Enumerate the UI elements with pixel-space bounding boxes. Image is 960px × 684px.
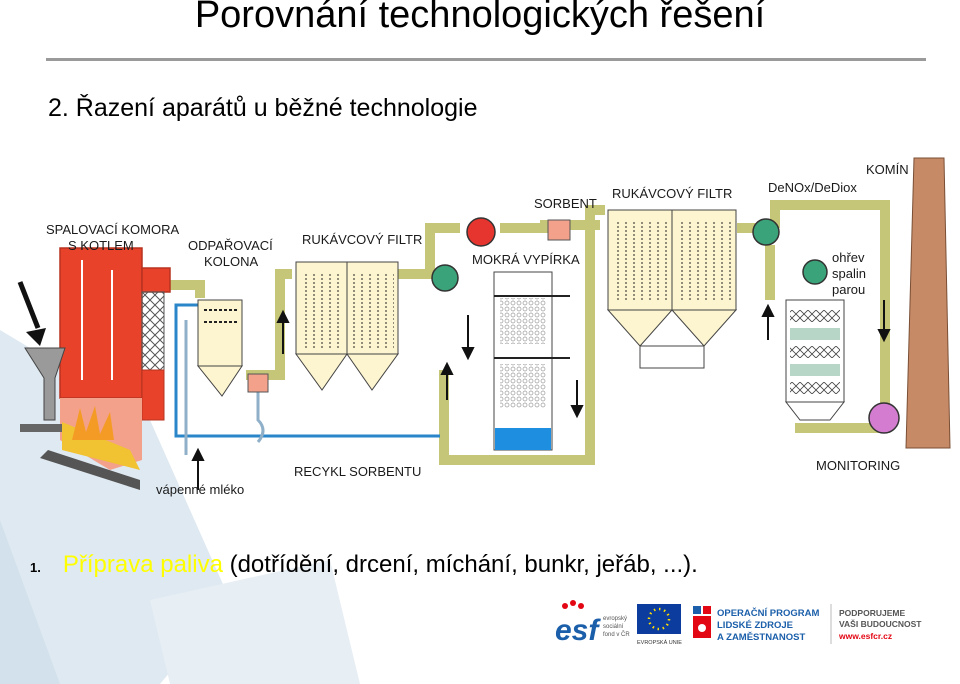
heat-exchanger-2 — [752, 218, 780, 246]
steam-reheater — [802, 259, 828, 285]
svg-text:SORBENT: SORBENT — [534, 196, 597, 211]
heat-exchanger-1 — [431, 264, 459, 292]
bullet-highlight: Příprava paliva — [62, 551, 223, 578]
page-title: Porovnání technologických řešení — [194, 0, 766, 36]
svg-text:RUKÁVCOVÝ FILTR: RUKÁVCOVÝ FILTR — [612, 186, 732, 201]
denox-reactor — [784, 299, 846, 421]
title-divider — [46, 58, 926, 61]
svg-text:DeNOx/DeDiox: DeNOx/DeDiox — [768, 180, 857, 195]
fan-1 — [466, 217, 496, 247]
svg-text:RECYKL SORBENTU: RECYKL SORBENTU — [294, 464, 421, 479]
svg-text:A ZAMĚSTNANOST: A ZAMĚSTNANOST — [717, 631, 806, 643]
svg-text:ohřev: ohřev — [832, 250, 865, 265]
svg-text:vápenné mléko: vápenné mléko — [156, 482, 244, 497]
svg-text:esf: esf — [555, 614, 601, 647]
flow-arrows — [191, 300, 891, 490]
svg-text:parou: parou — [832, 282, 865, 297]
eu-flag-logo: EVROPSKÁ UNIE — [637, 604, 682, 646]
svg-text:KOMÍN: KOMÍN — [866, 162, 909, 177]
wet-scrubber — [493, 271, 570, 451]
evaporative-column — [196, 299, 243, 397]
bullet-item: 1. Příprava paliva (dotřídění, drcení, mí… — [30, 551, 698, 579]
diagram-labels: SPALOVACÍ KOMORA S KOTLEM ODPAŘOVACÍ KOL… — [46, 162, 909, 497]
svg-text:MOKRÁ VYPÍRKA: MOKRÁ VYPÍRKA — [472, 252, 580, 267]
combustion-chamber — [20, 247, 171, 490]
svg-text:VAŠI BUDOUCNOST: VAŠI BUDOUCNOST — [839, 618, 922, 629]
sorbent-dosing-2 — [547, 219, 571, 241]
support-logo: PODPORUJEME VAŠI BUDOUCNOST www.esfcr.cz — [838, 608, 922, 641]
bag-filter-2 — [606, 209, 738, 369]
svg-text:EVROPSKÁ UNIE: EVROPSKÁ UNIE — [637, 639, 682, 646]
svg-text:spalin: spalin — [832, 266, 866, 281]
svg-text:KOLONA: KOLONA — [204, 254, 259, 269]
bullet-text: (dotřídění, drcení, míchání, bunkr, jeřá… — [222, 551, 698, 578]
svg-text:S KOTLEM: S KOTLEM — [68, 238, 134, 253]
bag-filter-1 — [295, 261, 399, 391]
svg-text:fond v ČR: fond v ČR — [603, 631, 630, 638]
svg-text:LIDSKÉ ZDROJE: LIDSKÉ ZDROJE — [717, 620, 793, 631]
svg-text:RUKÁVCOVÝ FILTR: RUKÁVCOVÝ FILTR — [302, 232, 422, 247]
op-logo: OPERAČNÍ PROGRAM LIDSKÉ ZDROJE A ZAMĚSTN… — [693, 606, 819, 643]
process-diagram: SPALOVACÍ KOMORA S KOTLEM ODPAŘOVACÍ KOL… — [17, 157, 951, 497]
bullet-number: 1. — [30, 560, 41, 575]
fuel-feed-arrow — [17, 281, 46, 346]
esf-logo: esf evropský sociální fond v ČR — [555, 600, 630, 647]
monitoring-device — [868, 402, 900, 434]
svg-text:evropský: evropský — [603, 616, 627, 622]
sorbent-dosing-1 — [247, 373, 269, 393]
svg-text:PODPORUJEME: PODPORUJEME — [839, 608, 905, 618]
page-subtitle: 2. Řazení aparátů u běžné technologie — [48, 94, 478, 122]
svg-text:sociální: sociální — [603, 624, 624, 630]
svg-text:SPALOVACÍ KOMORA: SPALOVACÍ KOMORA — [46, 222, 179, 237]
svg-text:OPERAČNÍ PROGRAM: OPERAČNÍ PROGRAM — [717, 607, 819, 619]
svg-text:www.esfcr.cz: www.esfcr.cz — [838, 631, 892, 641]
svg-text:ODPAŘOVACÍ: ODPAŘOVACÍ — [188, 238, 273, 253]
footer-logos: esf evropský sociální fond v ČR EVROPSKÁ… — [555, 600, 922, 647]
svg-text:MONITORING: MONITORING — [816, 458, 900, 473]
stack — [905, 157, 951, 449]
